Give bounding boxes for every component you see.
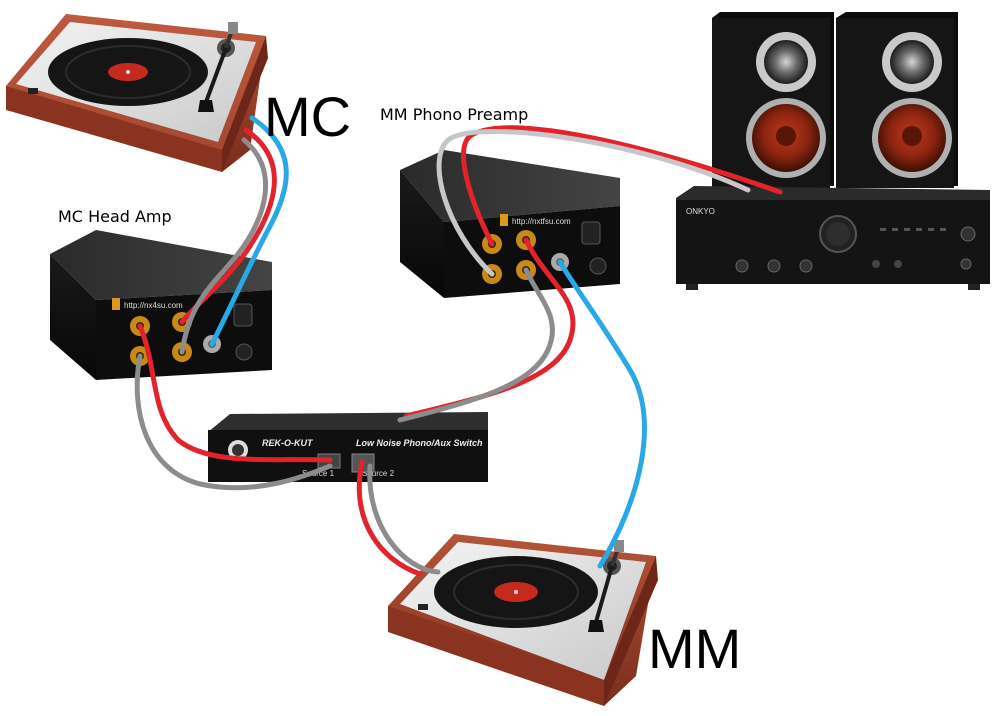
turntable-mc-tonearm (198, 22, 238, 112)
cable-mm-tt-red (356, 459, 423, 577)
switch-title: Low Noise Phono/Aux Switch (356, 438, 483, 448)
cable-mm-tt-gray (367, 463, 441, 575)
switch-brand: REK-O-KUT (262, 438, 314, 448)
speaker-right (836, 12, 958, 188)
switch-source2-label: Source 2 (362, 469, 395, 478)
cable-headamp-red (137, 323, 333, 463)
cable-switch-out-gray (397, 267, 555, 423)
label-mc-head-amp: MC Head Amp (58, 207, 172, 226)
label-mm-phono-preamp: MM Phono Preamp (380, 105, 528, 124)
svg-text:http://nxtfsu.com: http://nxtfsu.com (512, 217, 571, 226)
mm-phono-preamp: http://nxtfsu.com (400, 150, 620, 298)
phono-aux-switch-front-panel (208, 430, 488, 482)
cable-mm-ground-blue (557, 259, 647, 569)
speaker-left (712, 12, 834, 188)
label-mc: MC (264, 85, 351, 148)
turntable-mm (388, 534, 658, 706)
cable-headamp-gray (134, 353, 333, 491)
cable-preamp-amp-lightgray (436, 129, 751, 277)
svg-text:http://nx4su.com: http://nx4su.com (124, 301, 183, 310)
cables (134, 115, 783, 577)
integrated-amplifier-brand: ONKYO (686, 207, 715, 216)
speaker-right-tweeter (890, 40, 934, 84)
turntable-mc (6, 14, 268, 172)
integrated-amplifier: ONKYO (676, 186, 990, 290)
cable-mc-tt-blue (209, 115, 289, 347)
switch-source1-label: Source 1 (302, 469, 335, 478)
label-mm: MM (648, 617, 741, 680)
speaker-left-tweeter (764, 40, 808, 84)
turntable-mm-tonearm (588, 540, 624, 632)
cable-mc-tt-gray (179, 137, 269, 355)
phono-aux-switch: REK-O-KUT Low Noise Phono/Aux Switch Sou… (208, 412, 488, 482)
